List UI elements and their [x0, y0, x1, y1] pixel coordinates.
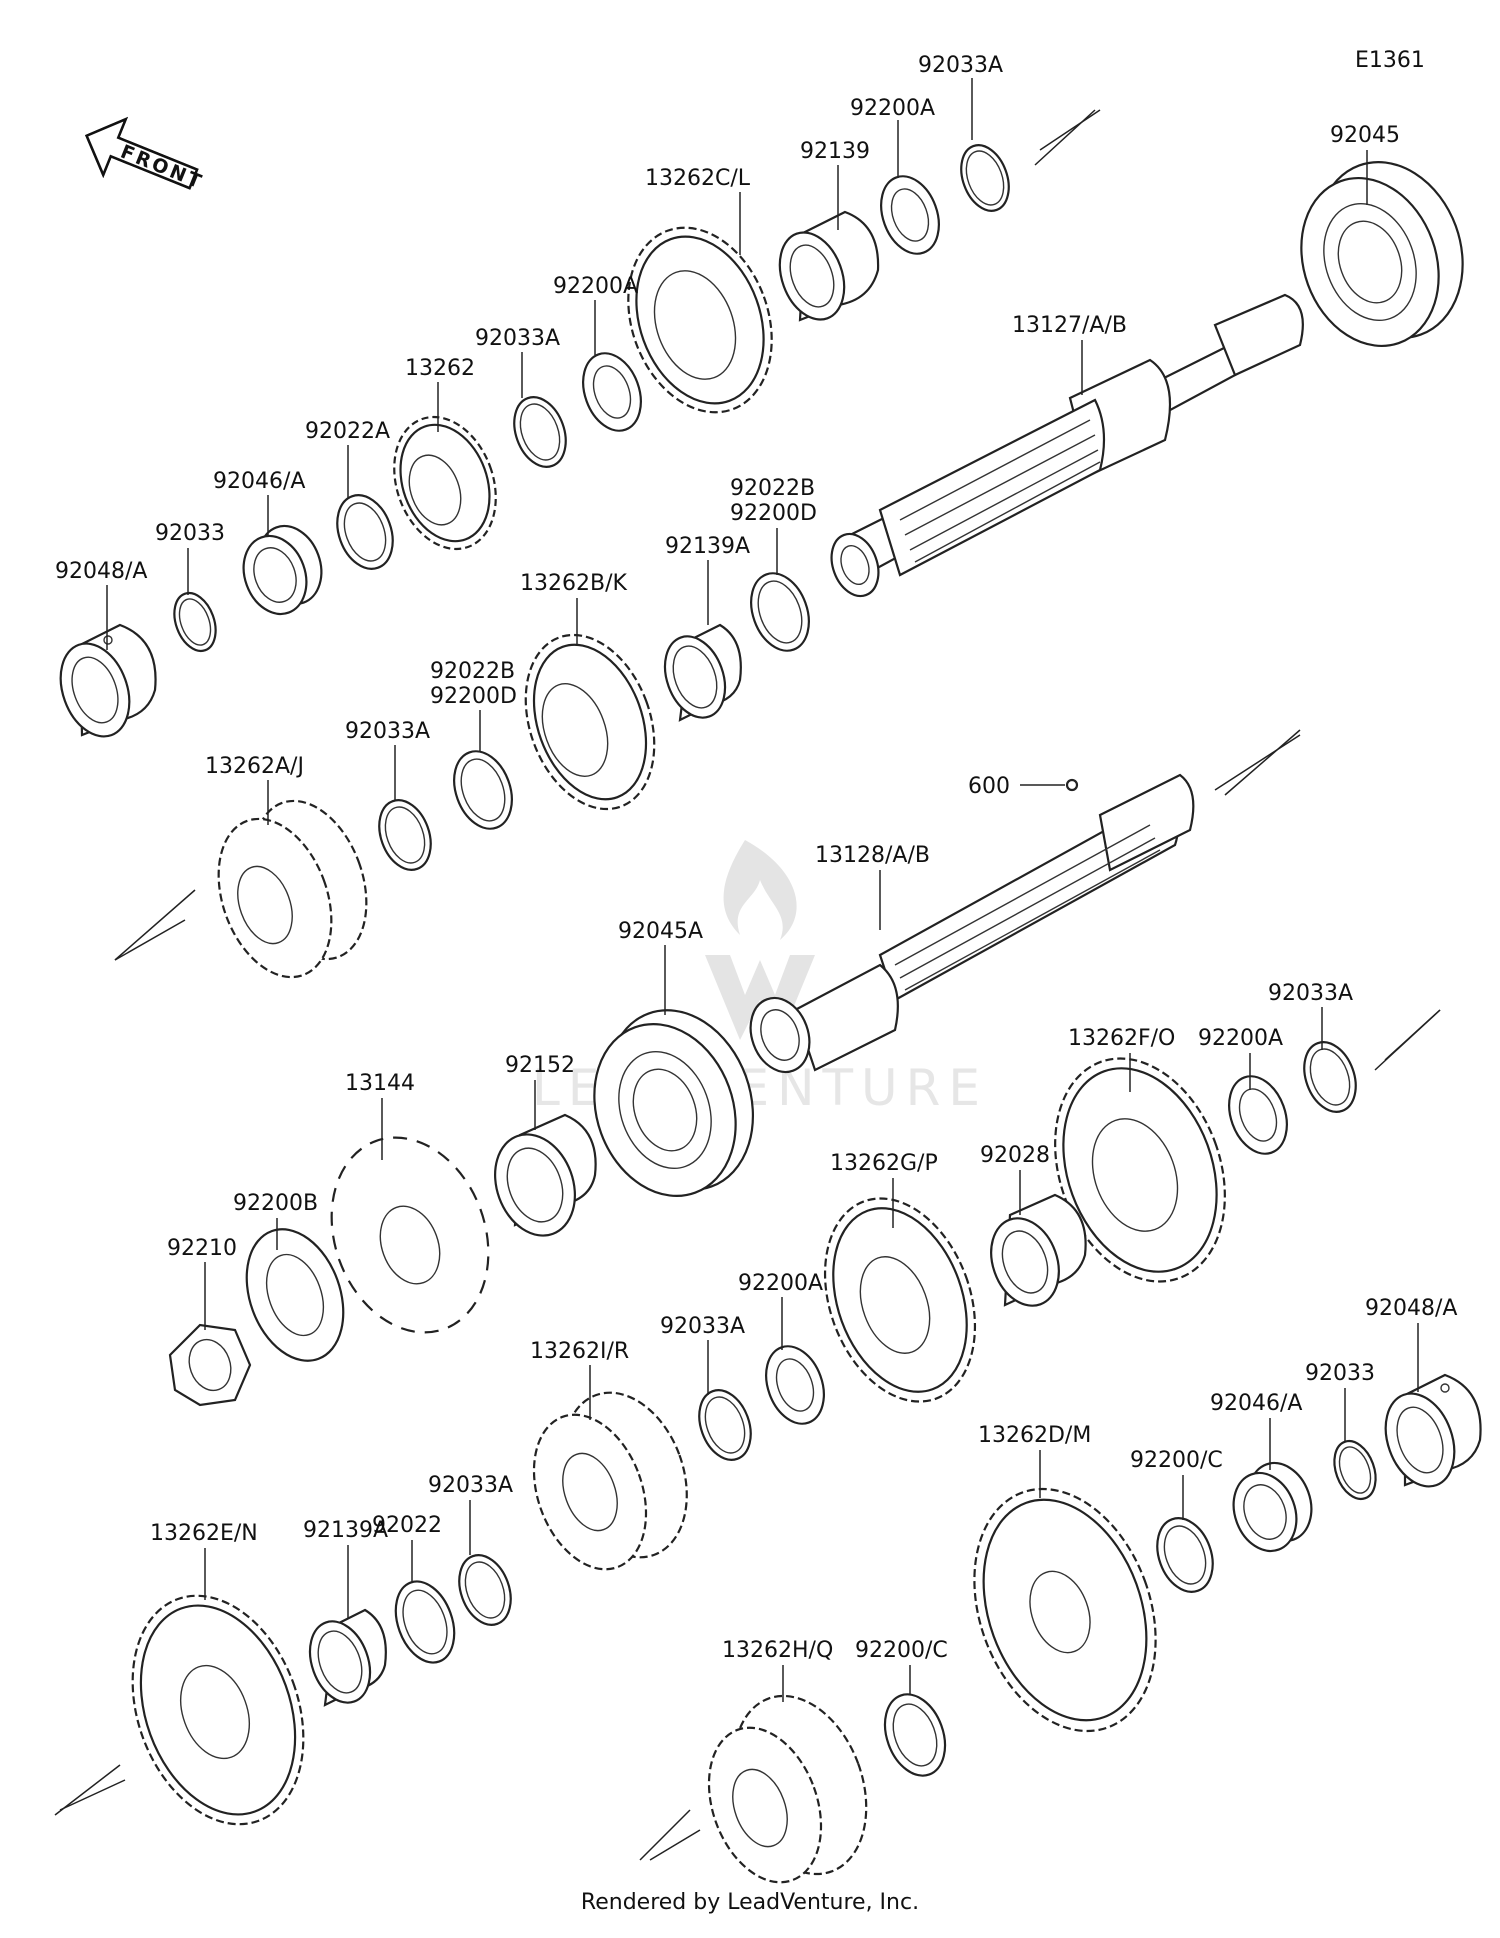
sprocket-13144 — [330, 1136, 490, 1334]
label-92028: 92028 — [980, 1143, 1050, 1168]
label-92200A-low: 92200A — [738, 1271, 823, 1296]
snap-ring-92033A-2 — [513, 396, 567, 468]
front-arrow-icon: FRONT — [85, 116, 207, 194]
washer-92200C-right — [1156, 1517, 1214, 1593]
label-92200A-2: 92200A — [553, 274, 638, 299]
label-92033-bottom: 92033 — [1305, 1361, 1375, 1386]
label-92200A-top: 92200A — [850, 96, 935, 121]
nut-92210 — [168, 1323, 252, 1407]
shaft-13127AB — [830, 293, 1304, 598]
snap-ring-92033-bottom — [1333, 1439, 1377, 1501]
front-label: FRONT — [117, 141, 206, 194]
label-13262HQ: 13262H/Q — [722, 1638, 833, 1663]
snap-ring-92033-top — [173, 591, 217, 653]
snap-ring-92033A-top — [960, 144, 1010, 212]
bushing-92139A-top — [663, 623, 742, 722]
label-92200C-right: 92200/C — [1130, 1448, 1223, 1473]
gear-13262IR — [532, 1391, 688, 1571]
label-92139A-top: 92139A — [665, 534, 750, 559]
label-92033A-bottom-left: 92033A — [428, 1473, 513, 1498]
bearing-92045 — [1300, 161, 1464, 348]
bushing-92139A-bottom — [308, 1608, 387, 1707]
label-13128AB: 13128/A/B — [815, 843, 930, 868]
shaft-13128AB — [749, 773, 1195, 1074]
gear-13262CL — [627, 226, 773, 414]
label-92210: 92210 — [167, 1236, 237, 1261]
washer-92200A-2 — [582, 352, 642, 432]
label-92139: 92139 — [800, 139, 870, 164]
snap-ring-92033A-low — [698, 1389, 752, 1461]
washer-92200B — [245, 1228, 345, 1362]
gear-13262HQ — [707, 1694, 868, 1884]
label-92022B-top: 92022B — [730, 476, 815, 501]
collar-92152 — [494, 1113, 597, 1237]
label-92033A-mid: 92033A — [345, 719, 430, 744]
diagram-code: E1361 — [1355, 48, 1425, 73]
footer-credit: Rendered by LeadVenture, Inc. — [580, 1890, 920, 1915]
snap-ring-92033A-bottom-left — [458, 1554, 512, 1626]
label-92022A: 92022A — [305, 419, 390, 444]
label-92033A-top: 92033A — [918, 53, 1003, 78]
label-92200D-top: 92200D — [730, 501, 817, 526]
collar-92048A-bottom — [1384, 1373, 1482, 1488]
washer-92200A-right — [1228, 1075, 1288, 1155]
label-92033A-2: 92033A — [475, 326, 560, 351]
label-92200C-bottom: 92200/C — [855, 1638, 948, 1663]
gear-13262FO — [1054, 1057, 1226, 1283]
label-13262: 13262 — [405, 356, 475, 381]
needle-bearing-92046A-top — [242, 524, 323, 616]
label-13262IR: 13262I/R — [530, 1339, 629, 1364]
label-92200D-mid: 92200D — [430, 684, 517, 709]
label-13262FO: 13262F/O — [1068, 1026, 1175, 1051]
label-13262DM: 13262D/M — [978, 1423, 1091, 1448]
label-92200A-right: 92200A — [1198, 1026, 1283, 1051]
bushing-92028 — [990, 1193, 1087, 1307]
label-92046A-bottom: 92046/A — [1210, 1391, 1302, 1416]
label-92033A-right: 92033A — [1268, 981, 1353, 1006]
label-13144: 13144 — [345, 1071, 415, 1096]
washer-92200A-top — [880, 175, 940, 255]
gear-13262EN — [131, 1594, 305, 1826]
leader-lines — [106, 78, 1419, 1702]
label-92048A-bottom: 92048/A — [1365, 1296, 1457, 1321]
bearing-92045A — [593, 1009, 755, 1198]
label-92045A: 92045A — [618, 919, 703, 944]
washer-92022B-92200D-top — [750, 572, 810, 652]
label-92046A-top: 92046/A — [213, 469, 305, 494]
washer-92022B-92200D-mid — [453, 750, 513, 830]
label-13127AB: 13127/A/B — [1012, 313, 1127, 338]
part-labels: 92033A 92200A 92139 92045 13262C/L 92200… — [55, 53, 1457, 1663]
bushing-92139 — [778, 210, 880, 322]
label-92033-top: 92033 — [155, 521, 225, 546]
label-92033A-low: 92033A — [660, 1314, 745, 1339]
label-92045: 92045 — [1330, 123, 1400, 148]
washer-92022 — [394, 1580, 456, 1664]
washer-92022A — [336, 494, 394, 570]
label-92139A-bottom: 92139A — [303, 1518, 388, 1543]
washer-92200C-bottom — [883, 1693, 947, 1777]
label-92152: 92152 — [505, 1053, 575, 1078]
label-13262CL: 13262C/L — [645, 166, 751, 191]
washer-92200A-low — [765, 1345, 825, 1425]
label-600: 600 — [968, 774, 1010, 799]
label-13262GP: 13262G/P — [830, 1151, 938, 1176]
gear-13262 — [393, 415, 497, 551]
collar-92048A-top — [59, 623, 157, 738]
label-92200B: 92200B — [233, 1191, 318, 1216]
label-92022B-mid: 92022B — [430, 659, 515, 684]
label-13262AJ: 13262A/J — [205, 754, 304, 779]
snap-ring-92033A-mid — [378, 799, 432, 871]
gear-13262BK — [524, 633, 656, 811]
label-13262EN: 13262E/N — [150, 1521, 258, 1546]
label-92048A-top: 92048/A — [55, 559, 147, 584]
gear-13262DM — [973, 1487, 1157, 1733]
label-13262BK: 13262B/K — [520, 571, 627, 596]
label-92022: 92022 — [372, 1513, 442, 1538]
callout-600 — [1020, 778, 1079, 792]
gear-13262AJ — [217, 799, 368, 979]
needle-bearing-92046A-bottom — [1232, 1461, 1313, 1553]
snap-ring-92033A-right — [1303, 1041, 1357, 1113]
gear-13262GP — [823, 1197, 977, 1403]
